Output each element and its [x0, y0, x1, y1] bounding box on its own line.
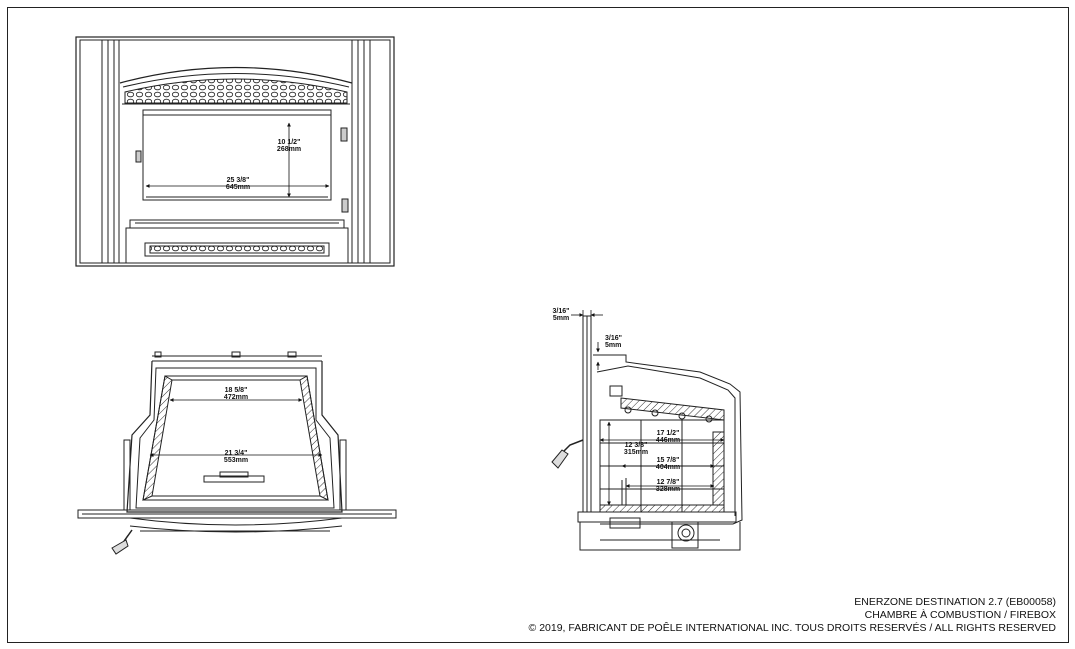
top-view: [77, 351, 397, 555]
side-depth-bottom-mm: 328mm: [656, 486, 680, 493]
top-back-width-in: 18 5/8": [225, 387, 248, 394]
front-width-in: 25 3/8": [227, 177, 250, 184]
front-width-mm: 645mm: [226, 184, 250, 191]
side-view: [551, 315, 743, 551]
side-dimensions: [571, 310, 725, 506]
side-height-mm: 315mm: [624, 449, 648, 456]
front-view: [75, 36, 395, 267]
top-back-width-mm: 472mm: [224, 394, 248, 401]
side-height-in: 12 3/8": [625, 442, 648, 449]
side-clearance-a-mm: 5mm: [553, 315, 569, 322]
front-height-in: 10 1/2": [278, 139, 301, 146]
sheet-border: [7, 7, 1069, 643]
front-dimensions: [145, 122, 330, 198]
side-depth-top-mm: 446mm: [656, 437, 680, 444]
side-depth-mid-in: 15 7/8": [657, 457, 680, 464]
title-model: ENERZONE DESTINATION 2.7 (EB00058): [854, 596, 1056, 608]
title-block: ENERZONE DESTINATION 2.7 (EB00058) CHAMB…: [529, 596, 1056, 635]
title-copyright: © 2019, FABRICANT DE POÊLE INTERNATIONAL…: [528, 622, 1056, 634]
side-clearance-b-mm: 5mm: [605, 342, 621, 349]
top-front-width-mm: 553mm: [224, 457, 248, 464]
side-clearance-b-in: 3/16": [605, 335, 622, 342]
side-depth-mid-mm: 404mm: [656, 464, 680, 471]
side-clearance-a-in: 3/16": [553, 308, 570, 315]
top-front-width-in: 21 3/4": [225, 450, 248, 457]
side-depth-top-in: 17 1/2": [657, 430, 680, 437]
title-subject: CHAMBRE À COMBUSTION / FIREBOX: [864, 609, 1056, 621]
side-depth-bottom-in: 12 7/8": [657, 479, 680, 486]
top-dimensions: [149, 398, 323, 457]
front-height-mm: 268mm: [277, 146, 301, 153]
